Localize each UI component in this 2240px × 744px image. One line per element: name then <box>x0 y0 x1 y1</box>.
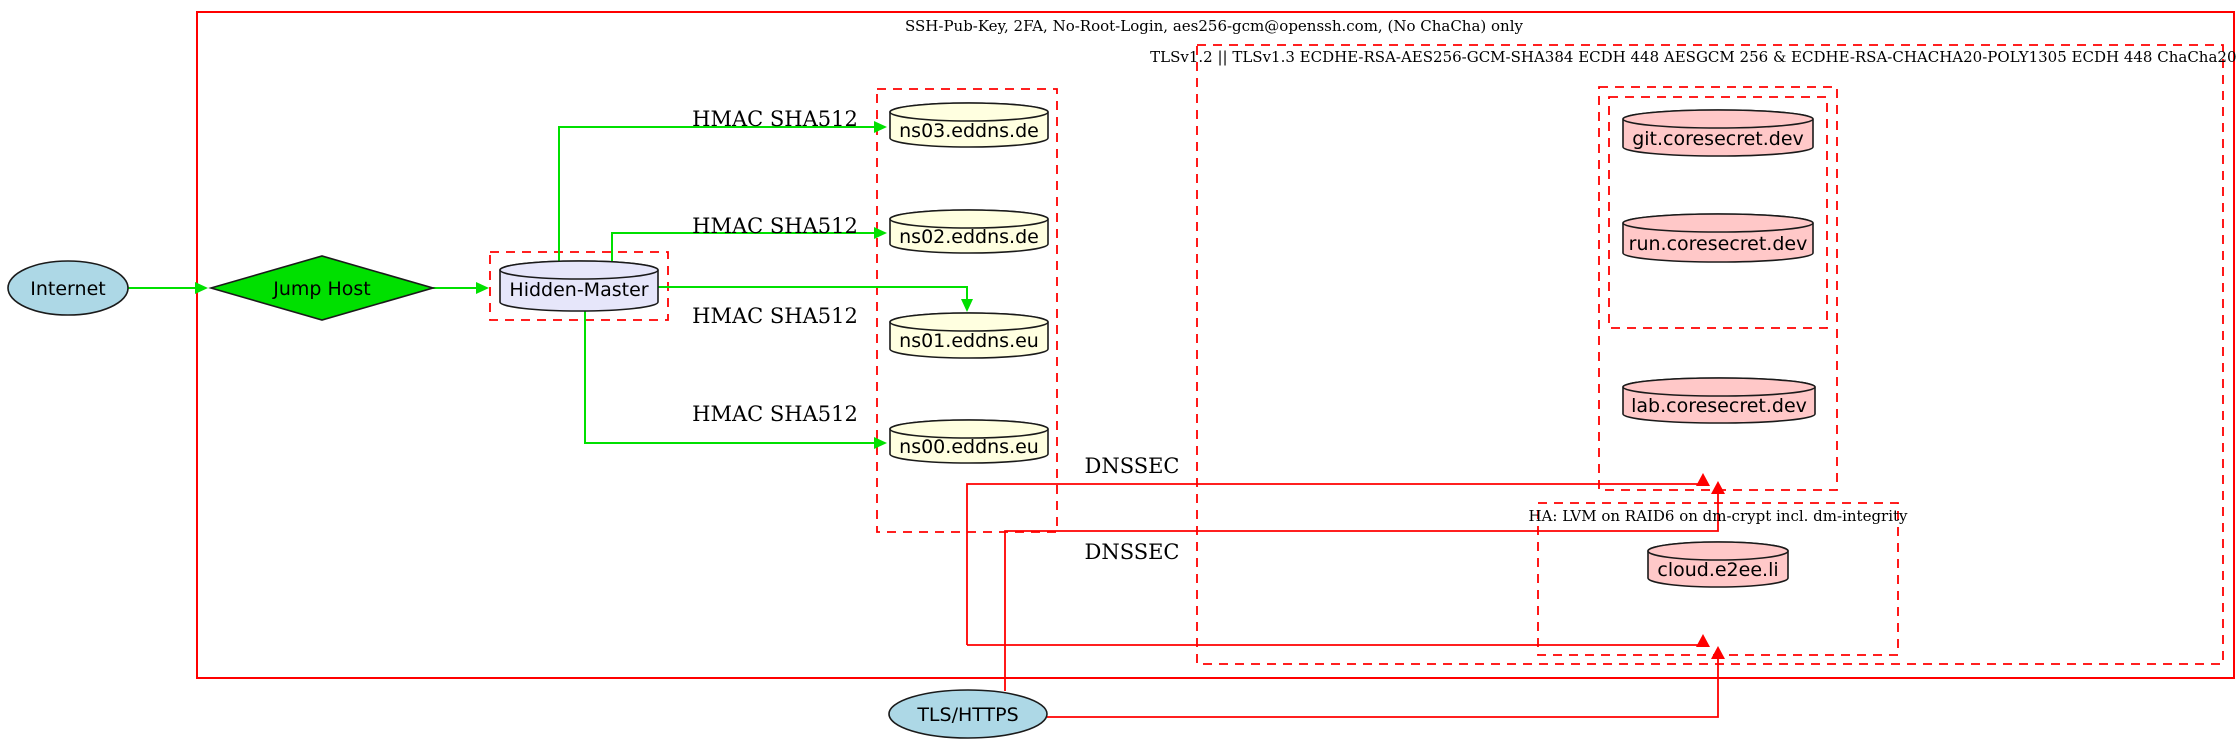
ns02-node: ns02.eddns.de <box>889 209 1049 254</box>
internet-node <box>7 260 129 316</box>
internet-label: Internet <box>30 278 105 300</box>
arrowhead-ns02 <box>874 227 887 239</box>
edge-tls-ha <box>1047 657 1719 718</box>
edge-dnssec-1 <box>966 483 1700 645</box>
cloud-node: cloud.e2ee.li <box>1647 541 1789 588</box>
dnssec-label-1: DNSSEC <box>1084 454 1179 478</box>
git-label: git.coresecret.dev <box>1632 128 1804 150</box>
hmac-label-ns02: HMAC SHA512 <box>692 214 858 238</box>
jump-host-node <box>208 255 436 321</box>
arrowhead-tls-ha <box>1711 646 1725 659</box>
arrowhead-ns00 <box>874 437 887 449</box>
ssh-cluster-label: SSH-Pub-Key, 2FA, No-Root-Login, aes256-… <box>905 17 1524 35</box>
dnssec-label-2: DNSSEC <box>1084 540 1179 564</box>
hidden-master-node: Hidden-Master <box>499 260 659 312</box>
arrowhead-dnssec-2 <box>1696 634 1710 647</box>
ssh-cluster-box <box>196 11 2235 679</box>
tls-https-node <box>888 689 1048 739</box>
ns00-label: ns00.eddns.eu <box>899 436 1039 458</box>
tls-cluster-box <box>1196 44 2224 665</box>
ns01-node: ns01.eddns.eu <box>889 312 1049 359</box>
edge-hiddenmaster-ns02 <box>611 232 876 261</box>
lab-label: lab.coresecret.dev <box>1631 395 1807 417</box>
arrowhead-ns03 <box>874 121 887 133</box>
hmac-label-ns01: HMAC SHA512 <box>692 304 858 328</box>
ha-cluster-label: HA: LVM on RAID6 on dm-crypt incl. dm-in… <box>1528 507 1908 525</box>
hidden-master-label: Hidden-Master <box>509 279 648 301</box>
arrowhead-ns01 <box>961 299 973 312</box>
edge-hiddenmaster-ns01 <box>658 286 968 301</box>
run-node: run.coresecret.dev <box>1622 213 1814 263</box>
ns03-node: ns03.eddns.de <box>889 102 1049 148</box>
run-label: run.coresecret.dev <box>1629 233 1808 255</box>
hmac-label-ns03: HMAC SHA512 <box>692 107 858 131</box>
arrowhead-dnssec-1 <box>1696 473 1710 486</box>
arrowhead-jumphost-hiddenmaster <box>476 282 489 294</box>
jump-host-label: Jump Host <box>272 278 371 300</box>
edge-hiddenmaster-ns03 <box>558 126 876 261</box>
ns03-label: ns03.eddns.de <box>899 120 1039 142</box>
ns01-label: ns01.eddns.eu <box>899 330 1039 352</box>
arrowhead-internet-jumphost <box>195 282 208 294</box>
edge-hiddenmaster-ns00 <box>584 311 876 444</box>
tls-cluster-label: TLSv1.2 || TLSv1.3 ECDHE-RSA-AES256-GCM-… <box>1150 48 2240 66</box>
git-node: git.coresecret.dev <box>1622 109 1814 157</box>
cloud-label: cloud.e2ee.li <box>1657 559 1778 581</box>
tls-https-label: TLS/HTTPS <box>916 704 1018 726</box>
lab-node: lab.coresecret.dev <box>1622 377 1816 424</box>
edge-tls-coresecret <box>1004 492 1719 691</box>
hmac-label-ns00: HMAC SHA512 <box>692 402 858 426</box>
ns00-node: ns00.eddns.eu <box>889 419 1049 464</box>
arrowhead-tls-coresecret <box>1711 481 1725 494</box>
ns02-label: ns02.eddns.de <box>899 226 1039 248</box>
